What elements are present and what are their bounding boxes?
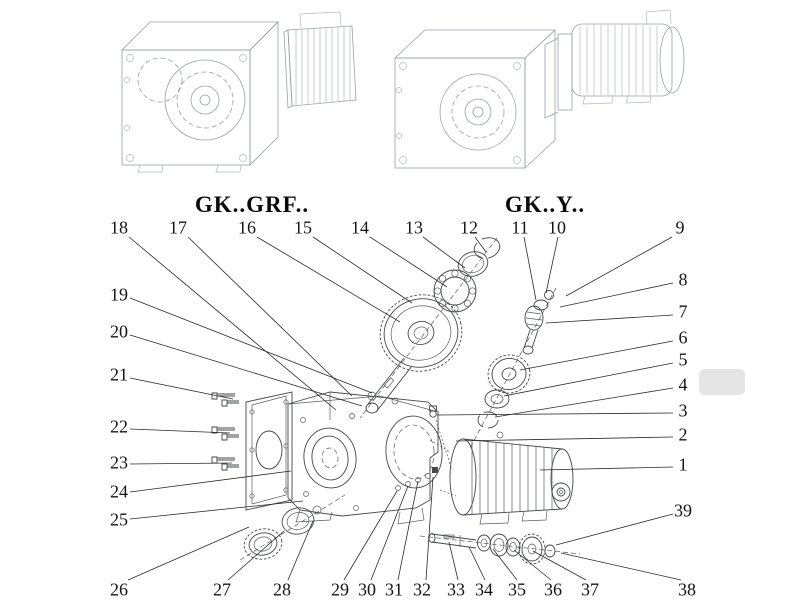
watermark-blob [699,369,745,395]
leader-line-21 [129,377,234,400]
leader-line-2 [455,436,674,442]
part-callout-8: 8 [678,269,688,290]
leader-line-4 [494,387,674,418]
leader-line-13 [422,236,466,269]
part-callout-4: 4 [678,374,688,395]
part-callout-10: 10 [548,217,566,238]
part-callout-24: 24 [110,481,128,502]
leader-line-36 [513,549,552,581]
leader-line-18 [128,236,337,411]
part-callout-12: 12 [460,217,478,238]
leader-line-35 [492,548,518,581]
leader-line-38 [560,552,682,581]
leader-line-28 [287,520,314,581]
leader-line-22 [129,428,231,434]
seal-ring-set [243,505,322,560]
leader-line-32 [425,476,434,581]
part-callout-27: 27 [213,579,231,600]
part-callout-25: 25 [110,509,128,530]
leader-line-24 [129,470,292,493]
part-callout-33: 33 [447,579,465,600]
leader-line-39 [555,513,674,546]
leader-line-16 [256,236,401,323]
part-callout-39: 39 [674,500,692,521]
part-callout-6: 6 [678,327,688,348]
part-callout-32: 32 [413,579,431,600]
leader-line-5 [503,362,674,397]
leader-line-27 [227,530,285,581]
part-callout-11: 11 [511,217,529,238]
series-title-y: GK..Y.. [504,192,586,217]
leader-line-1 [539,466,674,471]
part-callout-30: 30 [358,579,376,600]
part-callout-1: 1 [678,454,688,475]
leader-line-33 [448,541,459,581]
part-callout-16: 16 [238,217,256,238]
part-callout-20: 20 [110,321,128,342]
part-callout-26: 26 [110,579,128,600]
part-callout-9: 9 [675,217,685,238]
housing [287,391,443,525]
part-callout-2: 2 [678,424,688,445]
leader-line-31 [397,480,419,581]
leader-line-34 [468,546,486,581]
motor [449,431,574,525]
leader-line-12 [474,236,487,253]
input-pinion-set [477,290,554,429]
leader-line-29 [343,490,398,581]
part-callout-3: 3 [678,400,688,421]
part-callout-31: 31 [385,579,403,600]
part-callout-34: 34 [475,579,493,600]
gearbox-drawing-grf [121,11,357,173]
exploded-view [211,237,581,565]
leader-line-20 [129,334,363,407]
part-callout-17: 17 [169,217,187,238]
leader-line-11 [523,236,537,301]
part-callout-36: 36 [544,579,562,600]
part-callout-5: 5 [678,349,688,370]
output-gear-set [365,237,501,414]
leader-line-25 [129,500,304,520]
leader-line-30 [370,485,409,581]
part-callout-15: 15 [294,217,312,238]
gearbox-drawing-y [393,9,685,169]
flange-plate [245,391,293,511]
part-callout-37: 37 [581,579,599,600]
leader-line-6 [519,340,674,371]
part-callout-14: 14 [351,217,369,238]
part-callout-7: 7 [678,301,688,322]
leader-line-17 [187,236,353,397]
part-callout-38: 38 [678,579,696,600]
leader-line-37 [532,550,587,581]
leader-line-14 [369,236,448,288]
part-callout-28: 28 [273,579,291,600]
part-callout-22: 22 [110,416,128,437]
leader-line-9 [565,236,673,297]
leader-line-19 [129,297,373,394]
part-callout-21: 21 [110,364,128,385]
leader-line-10 [545,236,559,294]
leader-line-8 [559,282,674,308]
leader-lines [127,236,682,581]
part-callout-35: 35 [508,579,526,600]
part-callout-18: 18 [110,217,128,238]
bolt-studs [211,392,239,471]
leader-line-7 [545,314,674,324]
bottom-shaft-kit [428,533,556,565]
series-title-grf: GK..GRF.. [194,192,310,217]
part-callout-29: 29 [331,579,349,600]
part-callout-23: 23 [110,452,128,473]
leader-line-15 [312,236,413,304]
part-callout-19: 19 [110,284,128,305]
leader-line-26 [127,526,250,581]
leader-line-23 [129,462,233,465]
part-callout-13: 13 [405,217,423,238]
leader-line-3 [436,412,674,416]
